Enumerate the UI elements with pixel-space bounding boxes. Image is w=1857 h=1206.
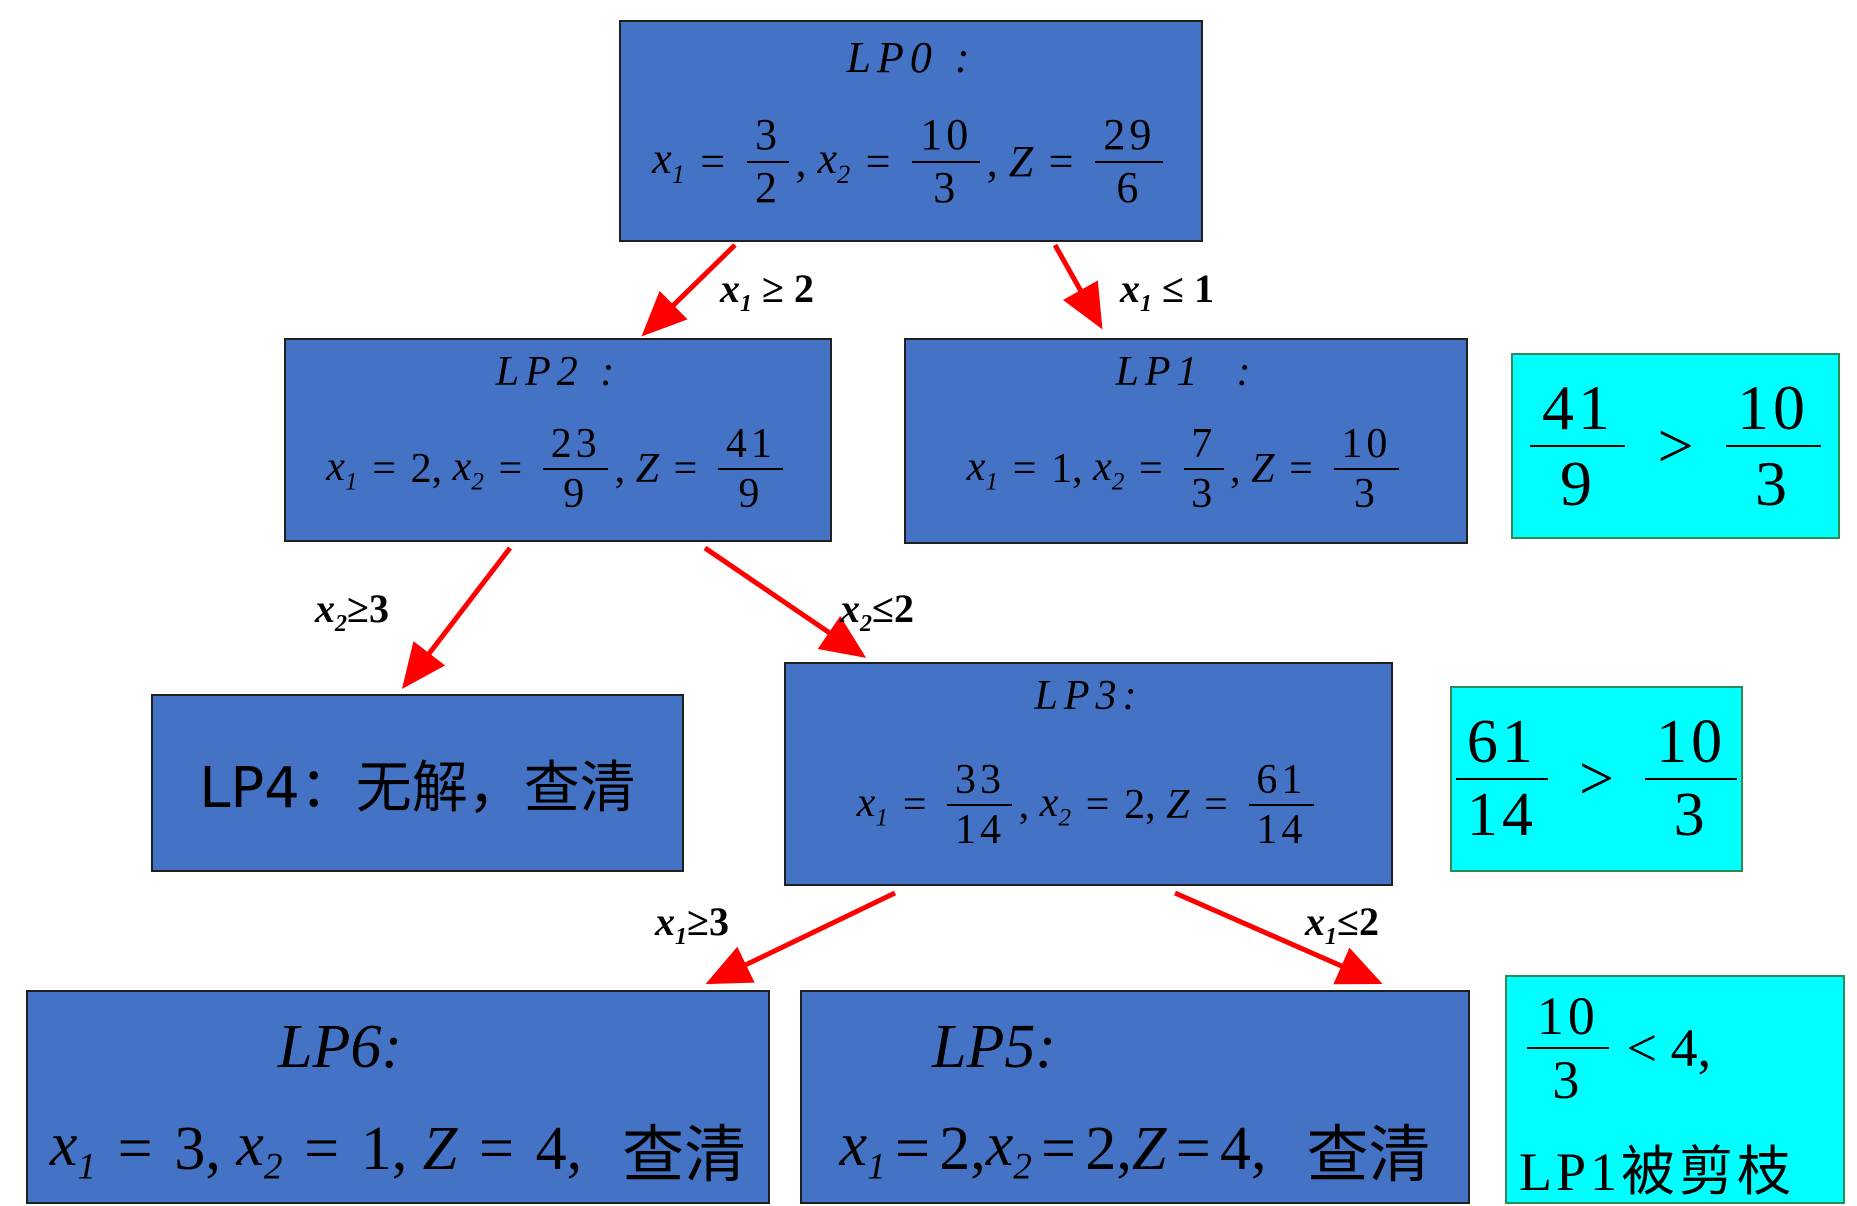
- branch-label: x1≥3: [655, 899, 729, 950]
- node-title: LP3:: [1034, 673, 1143, 719]
- arrow-lp0-lp2: [641, 243, 737, 337]
- arrow-lp0-lp1: [1052, 243, 1103, 330]
- branch-label: x1≤2: [1305, 899, 1379, 950]
- node-title: LP1 :: [1115, 349, 1257, 395]
- node-title: LP0 :: [846, 33, 976, 82]
- branch-label: x1 ≥ 2: [720, 266, 814, 317]
- status-text: 查清: [1306, 1118, 1431, 1191]
- arrow-lp3-lp6: [705, 890, 897, 985]
- branch-label: x2≥3: [315, 586, 389, 637]
- node-solution: x1=2, x2=2, Z=4, 查清: [802, 1104, 1468, 1194]
- node-lp5: LP5: x1=2, x2=2, Z=4, 查清: [800, 990, 1470, 1204]
- arrow-lp2-lp4: [401, 546, 512, 689]
- arrow-lp3-lp5: [1173, 890, 1383, 985]
- status-text: 查清: [622, 1118, 747, 1191]
- branch-label: x2≤2: [840, 586, 914, 637]
- node-lp4: LP4：无解，查清: [151, 694, 684, 872]
- branch-label: x1 ≤ 1: [1120, 266, 1214, 317]
- node-lp4-text: LP4：无解，查清: [199, 755, 636, 821]
- node-solution: x1=3 , x2=1 , Z=4, 查清: [28, 1104, 768, 1194]
- node-title: LP5:: [932, 1013, 1056, 1081]
- arrow-lp2-lp3: [703, 545, 867, 658]
- node-title: LP2 :: [495, 349, 621, 395]
- node-lp6: LP6: x1=3 , x2=1 , Z=4, 查清: [26, 990, 770, 1204]
- node-title: LP6:: [278, 1013, 402, 1081]
- pruning-text: LP1被剪枝: [1519, 1142, 1796, 1202]
